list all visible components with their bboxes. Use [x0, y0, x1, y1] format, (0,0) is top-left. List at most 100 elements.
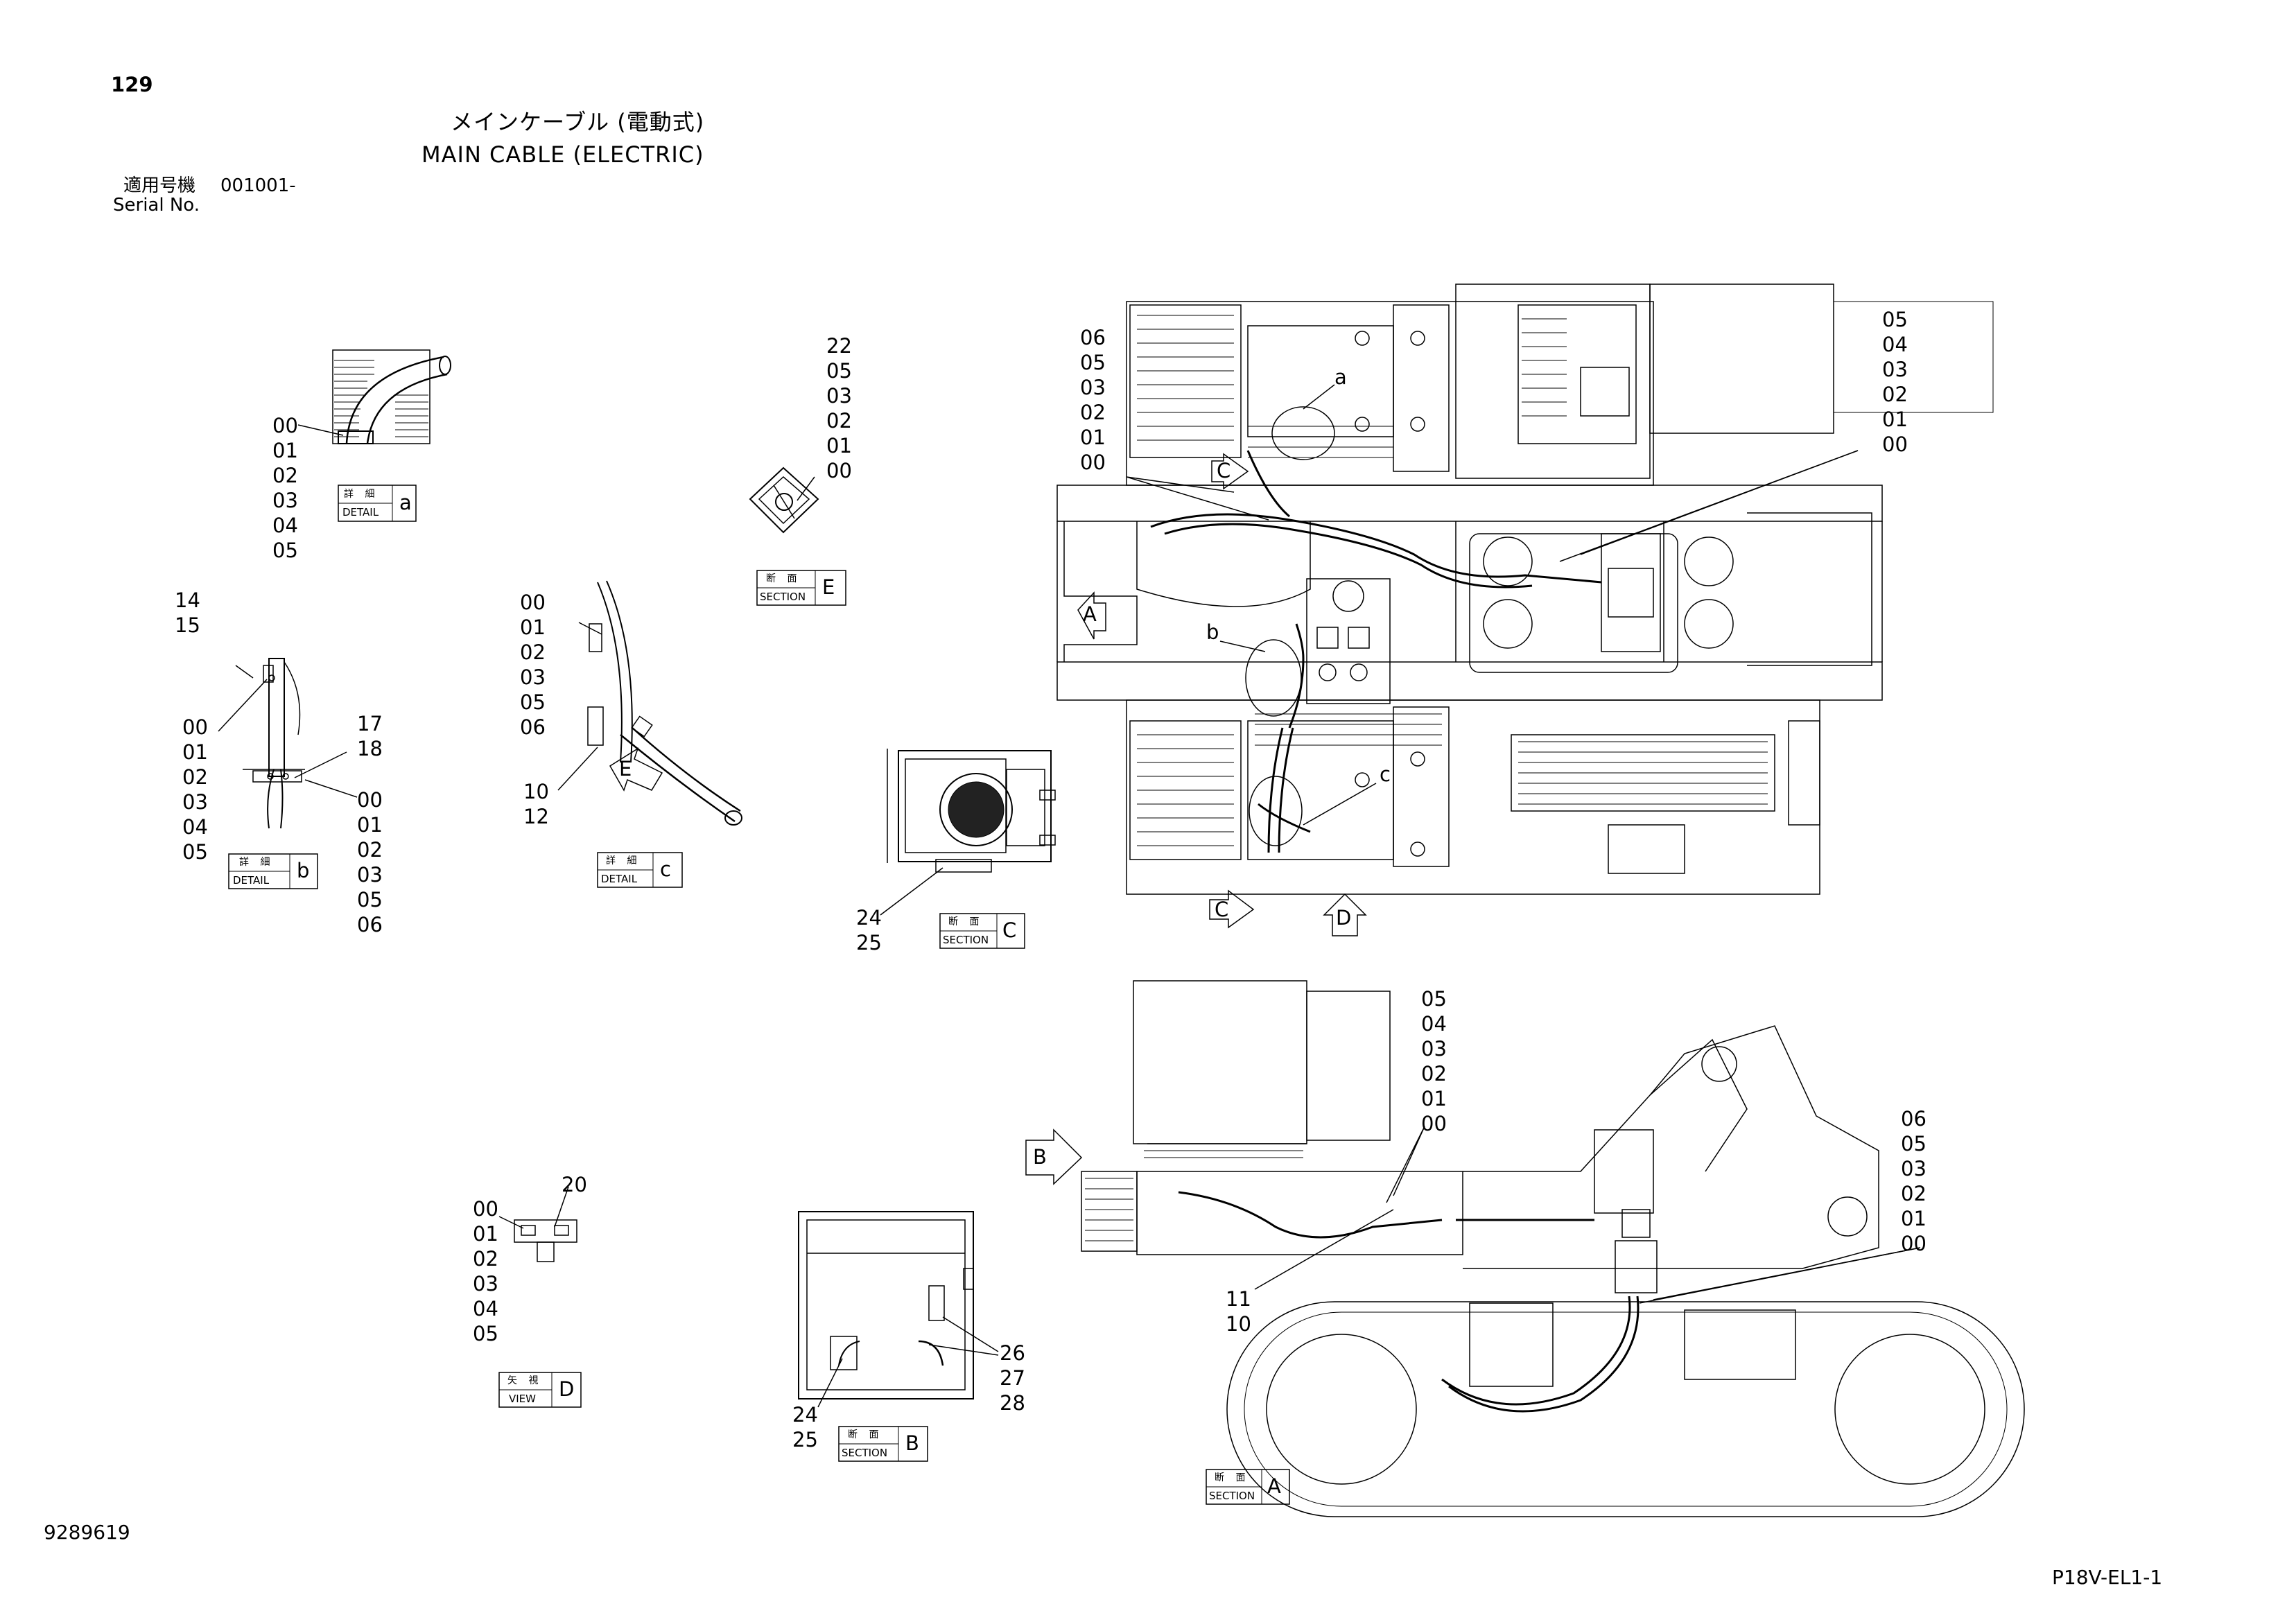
detail-a-box: [338, 485, 417, 522]
view-arrow-a: A: [1083, 602, 1097, 626]
callout: 03: [520, 665, 546, 689]
callout: 02: [357, 838, 383, 862]
callout: 03: [1882, 358, 1908, 381]
callout: 18: [357, 737, 383, 760]
section-a-box-letter: A: [1267, 1474, 1281, 1498]
view-d-figure: [498, 1186, 577, 1262]
callout: 00: [520, 591, 546, 614]
callout: 02: [520, 640, 546, 664]
callout: 00: [357, 788, 383, 812]
detail-c-box: [597, 852, 683, 888]
callout: 24: [856, 906, 882, 930]
page-number: 129: [111, 73, 153, 96]
sheet-code: P18V-EL1-1: [2052, 1566, 2163, 1589]
callout: 01: [272, 439, 298, 462]
callout: 02: [1882, 383, 1908, 406]
callout: 00: [826, 459, 852, 482]
detail-a-box-letter: a: [399, 491, 412, 514]
detail-b-box-title-en: DETAIL: [233, 874, 270, 887]
callout: 02: [272, 464, 298, 487]
section-b-box-letter: B: [905, 1431, 919, 1455]
section-e-box: [756, 570, 846, 606]
section-a-box: [1206, 1469, 1290, 1505]
callout: 14: [175, 588, 200, 612]
callout: 25: [856, 931, 882, 954]
section-c-box-title-en: SECTION: [943, 934, 989, 946]
section-c-box-letter: C: [1002, 918, 1017, 942]
view-arrow-c-lower: C: [1215, 898, 1229, 921]
view-d-box-title-en: VIEW: [509, 1393, 536, 1405]
callout: 05: [826, 359, 852, 383]
callout: 01: [1882, 408, 1908, 431]
callout: 03: [1421, 1037, 1447, 1061]
detail-c-figure: [557, 580, 742, 826]
section-e-figure: [749, 466, 819, 534]
callout: 03: [357, 863, 383, 887]
section-b-box: [838, 1426, 928, 1462]
section-e-box-title-jp: 断 面: [766, 573, 801, 584]
callout: 01: [1421, 1087, 1447, 1110]
title-english: MAIN CABLE (ELECTRIC): [421, 141, 704, 168]
callout: 05: [520, 690, 546, 714]
view-arrow-d: D: [1336, 906, 1352, 930]
callout: 03: [272, 489, 298, 512]
callout: 12: [523, 805, 549, 828]
callout: 24: [792, 1403, 818, 1427]
callout: 11: [1226, 1287, 1251, 1311]
callout: 20: [562, 1173, 587, 1196]
callout: 05: [473, 1322, 498, 1345]
view-arrow-e: E: [619, 757, 632, 781]
detail-a-box-title-en: DETAIL: [342, 506, 379, 518]
detail-b-box-title-jp: 詳 細: [239, 857, 275, 868]
callout: 03: [1080, 376, 1106, 399]
section-a-box-title-en: SECTION: [1209, 1490, 1255, 1502]
title-japanese: メインケーブル (電動式): [451, 109, 705, 135]
callout: 06: [357, 913, 383, 936]
callout: 03: [182, 790, 208, 814]
detail-c-box-title-en: DETAIL: [601, 873, 638, 885]
callout: 26: [1000, 1341, 1025, 1365]
callout: 00: [1080, 451, 1106, 474]
detail-label-a: a: [1334, 365, 1347, 389]
callout: 05: [357, 888, 383, 912]
document-number: 9289619: [44, 1521, 130, 1544]
callout: 03: [1901, 1157, 1927, 1180]
callout: 05: [1421, 987, 1447, 1011]
view-d-box-title-jp: 矢 視: [507, 1375, 543, 1386]
callout: 01: [357, 813, 383, 837]
section-b-figure: [798, 1211, 999, 1408]
callout: 03: [826, 384, 852, 408]
detail-a-figure: [297, 349, 451, 444]
callout: 00: [182, 715, 208, 739]
callout: 02: [473, 1247, 498, 1271]
callout: 25: [792, 1428, 818, 1451]
view-arrow-b: B: [1033, 1145, 1047, 1169]
section-b-box-title-en: SECTION: [842, 1447, 888, 1459]
detail-label-c: c: [1380, 762, 1391, 786]
detail-c-box-title-jp: 詳 細: [606, 855, 641, 866]
callout: 27: [1000, 1366, 1025, 1390]
serial-value: 001001-: [220, 175, 296, 196]
view-d-box: [498, 1372, 582, 1408]
callout: 04: [473, 1297, 498, 1320]
view-arrow-e-shape: [609, 747, 663, 792]
view-d-box-letter: D: [559, 1377, 575, 1401]
section-b-box-title-jp: 断 面: [848, 1429, 883, 1440]
section-c-box: [939, 913, 1025, 949]
detail-b-figure: [218, 658, 358, 829]
callout: 01: [473, 1222, 498, 1246]
section-c-figure: [880, 749, 1056, 916]
callout: 00: [1882, 433, 1908, 456]
callout: 17: [357, 712, 383, 735]
callout: 02: [1901, 1182, 1927, 1205]
serial-label-japanese: 適用号機: [123, 175, 196, 196]
callout: 01: [520, 616, 546, 639]
callout: 06: [1901, 1107, 1927, 1131]
callout: 02: [826, 409, 852, 433]
callout: 05: [1882, 308, 1908, 331]
callout: 02: [182, 765, 208, 789]
callout: 22: [826, 334, 852, 358]
callout: 02: [1421, 1062, 1447, 1085]
section-a-box-title-jp: 断 面: [1215, 1472, 1250, 1483]
callout: 10: [1226, 1312, 1251, 1336]
